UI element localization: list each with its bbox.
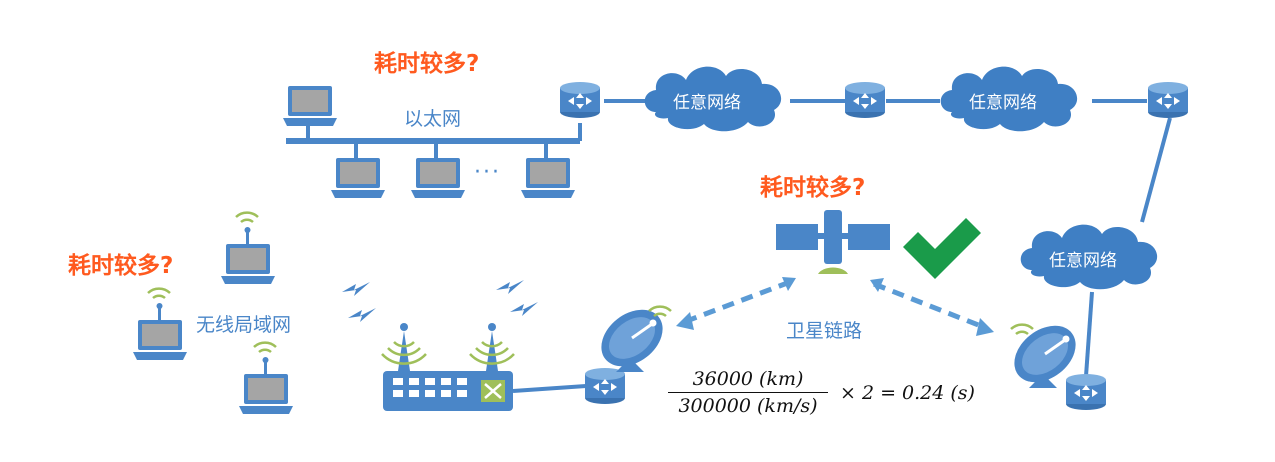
laptop-icon bbox=[411, 158, 465, 198]
formula-numerator: 36000 (km) bbox=[668, 368, 828, 393]
warning-label-ethernet: 耗时较多? bbox=[374, 51, 480, 77]
ellipsis: ··· bbox=[474, 160, 501, 185]
laptop-icon bbox=[521, 158, 575, 198]
router-icon bbox=[585, 368, 625, 404]
laptop-icon bbox=[239, 374, 293, 414]
formula-result: × 2 = 0.24 (s) bbox=[840, 382, 975, 404]
cloud-label: 任意网络 bbox=[969, 93, 1037, 113]
router-icon bbox=[845, 82, 885, 118]
lightning-icon bbox=[348, 308, 376, 322]
formula-denominator: 300000 (km/s) bbox=[678, 395, 818, 417]
latency-formula-fraction: 36000 (km) 300000 (km/s) bbox=[668, 368, 828, 417]
ethernet-label: 以太网 bbox=[404, 108, 462, 130]
lightning-icon bbox=[342, 282, 370, 296]
satellite-link-arrow bbox=[873, 281, 987, 331]
warning-label-satellite: 耗时较多? bbox=[760, 175, 866, 201]
laptop-icon bbox=[331, 158, 385, 198]
router-icon bbox=[1066, 374, 1106, 410]
warning-label-wlan: 耗时较多? bbox=[68, 253, 174, 279]
satellite-link-arrow bbox=[683, 279, 791, 325]
cloud-label: 任意网络 bbox=[1049, 251, 1117, 271]
router-icon bbox=[1148, 82, 1188, 118]
checkmark-icon bbox=[903, 218, 981, 279]
laptop-icon bbox=[221, 244, 275, 284]
satellite-link-label: 卫星链路 bbox=[786, 320, 863, 342]
cloud-label: 任意网络 bbox=[673, 93, 741, 113]
router-icon bbox=[560, 82, 600, 118]
wireless-router-icon bbox=[381, 323, 515, 411]
laptop-icon bbox=[283, 86, 337, 126]
lightning-icon bbox=[510, 302, 538, 316]
satellite-dish-icon bbox=[588, 296, 676, 380]
satellite-icon bbox=[776, 210, 890, 274]
wlan-label: 无线局域网 bbox=[196, 314, 292, 336]
laptop-icon bbox=[133, 320, 187, 360]
lightning-icon bbox=[496, 280, 524, 294]
